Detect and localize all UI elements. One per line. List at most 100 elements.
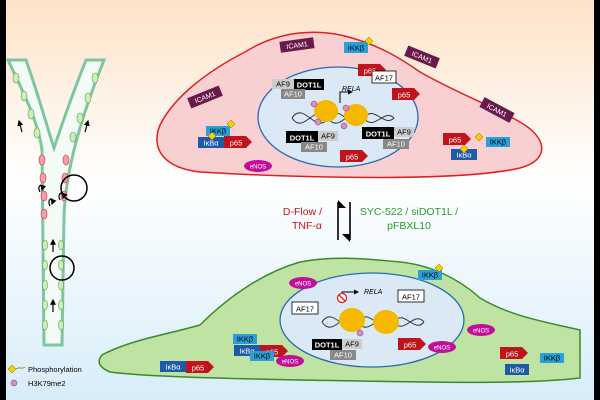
top-ikkb-1-box bbox=[344, 42, 368, 53]
bottom-ikkb-1-phos bbox=[434, 263, 444, 273]
top-ikkb-3-box bbox=[486, 137, 510, 147]
top-dot1l-3-box bbox=[362, 127, 394, 139]
top-af9-1-box bbox=[272, 79, 294, 89]
top-ikba-1-phos bbox=[207, 131, 217, 141]
bottom-ikba-1-box bbox=[234, 345, 260, 356]
bottom-ikba-3-label: IκBα bbox=[509, 365, 525, 374]
bottom-p65-4-shape bbox=[500, 347, 528, 359]
top-af17-label: AF17 bbox=[375, 73, 393, 82]
legend: Phosphorylation H3K79me2 bbox=[7, 364, 82, 388]
top-p65-1-label: p65 bbox=[364, 66, 377, 75]
top-af9-2-box bbox=[318, 131, 338, 141]
bottom-ikba-2-label: IκBα bbox=[165, 362, 181, 371]
top-af17-box bbox=[371, 70, 397, 84]
methylation-legend-label: H3K79me2 bbox=[28, 379, 66, 388]
inflamed-methyl-mark-2 bbox=[314, 118, 322, 126]
top-icam1-2-box bbox=[404, 45, 440, 69]
top-enos-shape bbox=[244, 160, 272, 172]
bottom-ikkb-1-box bbox=[418, 270, 442, 280]
top-enos-label: eNOS bbox=[250, 164, 266, 170]
bottom-p65-1-label: p65 bbox=[404, 340, 417, 349]
quiescent-dna-strand-2 bbox=[321, 316, 425, 328]
vessel-illustration bbox=[5, 58, 107, 347]
quiescent-rela-block-slash bbox=[338, 294, 346, 302]
quiescent-nucleosome-2 bbox=[373, 310, 399, 334]
top-af10-1-label: AF10 bbox=[284, 89, 302, 98]
top-ikba-1-label: IκBα bbox=[203, 138, 219, 147]
right-black-border bbox=[594, 0, 600, 400]
top-p65-3-shape bbox=[340, 150, 368, 162]
top-dot1l-2-label: DOT1L bbox=[290, 133, 315, 142]
bottom-enos-3-label: eNOS bbox=[434, 345, 450, 351]
top-ikkb-3-phos bbox=[474, 132, 484, 142]
top-af10-2-label: AF10 bbox=[305, 142, 323, 151]
bottom-ikkb-2-box bbox=[233, 334, 257, 344]
top-dot1l-3-label: DOT1L bbox=[366, 129, 391, 138]
top-p65-4-label: p65 bbox=[230, 138, 243, 147]
disturbed-flow-region-circle bbox=[60, 174, 88, 202]
flow-arrows bbox=[17, 119, 90, 312]
laminar-flow-region-circle bbox=[49, 255, 75, 281]
bottom-p65-3-label: p65 bbox=[192, 363, 205, 372]
quiescent-rela-label: RELA bbox=[364, 289, 383, 296]
top-p65-3-label: p65 bbox=[346, 152, 359, 161]
stimulus-label-line1: D-Flow / bbox=[283, 206, 322, 218]
inflamed-methyl-mark-1 bbox=[310, 100, 318, 108]
inflamed-nucleosome-2 bbox=[344, 104, 368, 126]
transition-section: D-Flow / TNF-α SYC-522 / siDOT1L / pFBXL… bbox=[283, 200, 458, 242]
bottom-ikkb-3-box bbox=[250, 351, 274, 361]
bottom-af17-1-box bbox=[291, 301, 319, 315]
bottom-af17-2-box bbox=[397, 289, 425, 303]
bottom-af17-1-label: AF17 bbox=[296, 304, 314, 313]
top-dot1l-1-label: DOT1L bbox=[297, 80, 322, 89]
top-ikkb-2-box bbox=[206, 126, 230, 136]
bottom-af17-2-label: AF17 bbox=[402, 292, 420, 301]
top-af10-1-box bbox=[281, 89, 305, 99]
inflamed-methyl-mark-3 bbox=[342, 104, 350, 112]
transition-arrow-up-head bbox=[338, 200, 346, 208]
top-ikba-2-label: IκBα bbox=[456, 150, 472, 159]
inflamed-rela-label: RELA bbox=[342, 86, 361, 93]
top-af10-3-box bbox=[383, 139, 409, 149]
top-icam1-1: ICAM1 bbox=[279, 37, 315, 53]
bottom-ikba-2-box bbox=[160, 361, 186, 372]
vessel-endothelial-cells bbox=[12, 72, 99, 331]
bottom-af10-label: AF10 bbox=[334, 350, 352, 359]
top-af10-2-box bbox=[301, 142, 327, 152]
top-p65-2-shape bbox=[392, 88, 420, 100]
bottom-dot1l-label: DOT1L bbox=[315, 340, 340, 349]
quiescent-methyl-mark bbox=[356, 329, 364, 337]
top-icam1-4-box bbox=[479, 97, 515, 123]
top-af9-1-label: AF9 bbox=[276, 79, 290, 88]
top-icam1-1-box bbox=[279, 37, 315, 53]
bottom-ikkb-1-label: IKKβ bbox=[422, 270, 439, 279]
top-p65-5-shape bbox=[443, 133, 471, 145]
top-ikba-2-box bbox=[451, 149, 477, 160]
bottom-af10-box bbox=[330, 350, 356, 360]
bottom-enos-1-shape bbox=[289, 277, 317, 289]
bottom-ikkb-2-label: IKKβ bbox=[237, 334, 254, 343]
stimulus-label-line2: TNF-α bbox=[292, 220, 322, 232]
bottom-ikba-3-box bbox=[505, 364, 529, 375]
top-af10-3-label: AF10 bbox=[387, 139, 405, 148]
bottom-af9-label: AF9 bbox=[345, 339, 359, 348]
top-af9-3-box bbox=[394, 127, 414, 137]
bottom-p65-4-label: p65 bbox=[506, 349, 519, 358]
bottom-enos-2-shape bbox=[276, 355, 304, 367]
inflamed-dna-strand bbox=[291, 112, 395, 124]
bottom-ikkb-4-box bbox=[540, 353, 564, 363]
top-p65-2-label: p65 bbox=[398, 90, 411, 99]
bottom-enos-4-shape bbox=[467, 324, 495, 336]
top-ikkb-3-label: IKKβ bbox=[490, 137, 507, 146]
bottom-ikkb-4-label: IKKβ bbox=[544, 353, 561, 362]
bottom-enos-3-shape bbox=[428, 341, 456, 353]
treatment-label-line2: pFBXL10 bbox=[387, 220, 431, 232]
quiescent-dna-strand bbox=[321, 316, 425, 328]
transition-arrow-down-head bbox=[342, 234, 350, 242]
phosphorylation-legend-icon bbox=[7, 364, 26, 374]
methylation-legend-icon bbox=[10, 379, 18, 387]
inflamed-dna-strand-2 bbox=[291, 112, 395, 124]
